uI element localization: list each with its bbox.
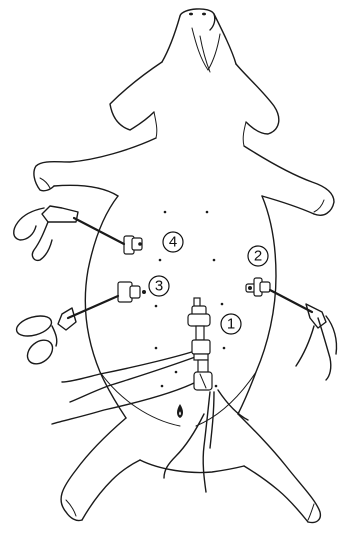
port-label-2: 2 [248,246,268,266]
port-label-3: 3 [149,276,169,296]
port-label-3-text: 3 [155,278,163,295]
port-label-4: 4 [163,232,183,252]
pig-outline [34,9,334,523]
trocar-port-3 [14,282,146,369]
port-label-4-text: 4 [169,234,177,251]
port-label-1: 1 [221,314,241,334]
port-label-2-text: 2 [254,248,262,265]
trocar-port-1 [188,298,212,390]
trocar-port-4 [14,206,142,260]
port-label-1-text: 1 [227,316,235,333]
